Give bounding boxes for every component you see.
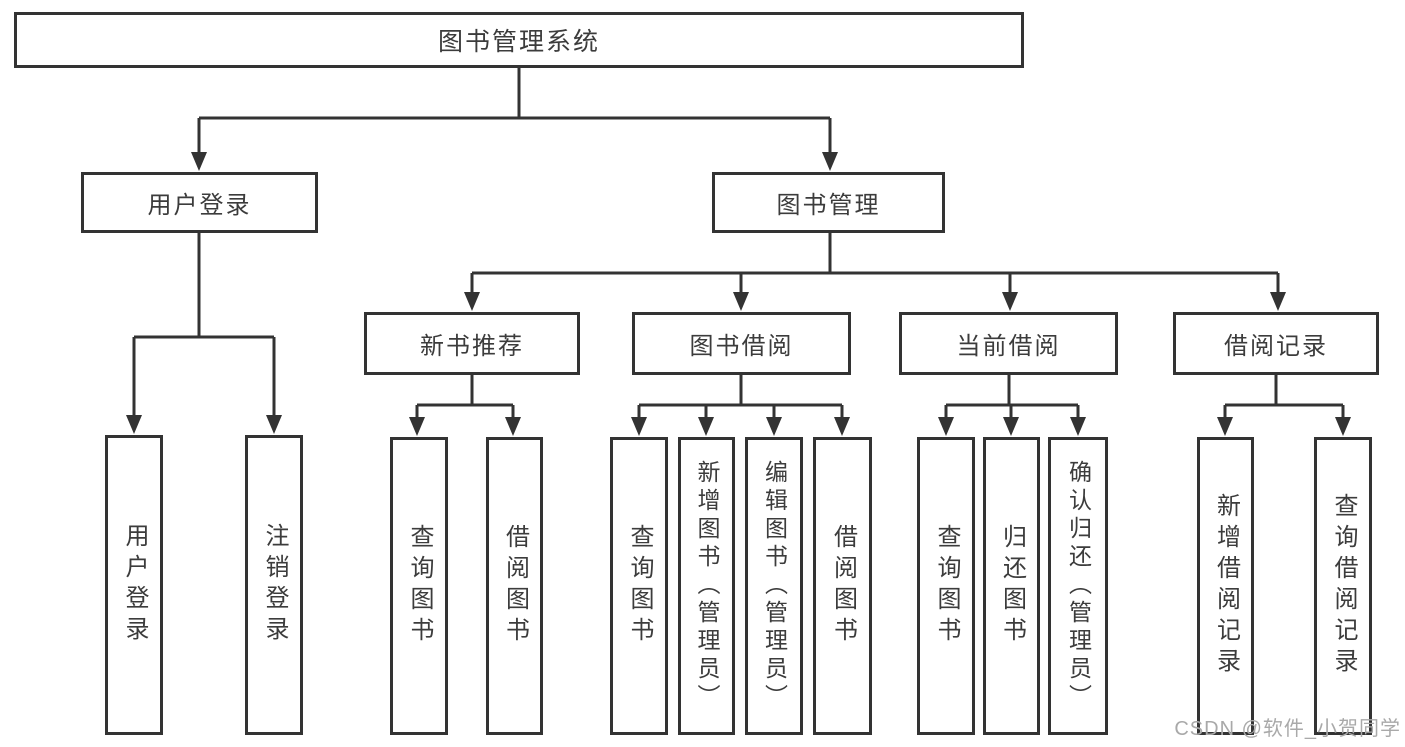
leaf-query-books-borrow: 查询图书 [610,437,668,735]
leaf-add-borrow-record: 新增借阅记录 [1197,437,1254,735]
node-library-system-label: 图书管理系统 [437,28,600,56]
leaf-logout: 注销登录 [245,435,303,735]
csdn-watermark: CSDN @软件_小贺同学 [1174,718,1401,740]
leaf-query-books-recommend: 查询图书 [390,437,448,735]
node-new-book-recommend: 新书推荐 [364,312,580,375]
leaf-query-books-current: 查询图书 [917,437,975,735]
node-borrow-records-label: 借阅记录 [1224,333,1328,360]
leaf-return-books: 归还图书 [983,437,1040,735]
node-new-book-recommend-label: 新书推荐 [420,333,524,360]
leaf-query-borrow-record-label: 查询借阅记录 [1330,493,1357,679]
leaf-user-login: 用户登录 [105,435,163,735]
node-book-management: 图书管理 [712,172,945,233]
node-library-system: 图书管理系统 [14,12,1024,68]
node-current-borrow-label: 当前借阅 [956,333,1061,360]
leaf-logout-label: 注销登录 [261,523,288,647]
arrowheads [126,152,1351,436]
leaf-edit-books-admin-label: 编辑图书（管理员） [761,460,788,712]
node-user-login: 用户登录 [81,172,318,233]
leaf-confirm-return-admin-label: 确认归还（管理员） [1065,460,1092,712]
leaf-borrow-books-recommend-label: 借阅图书 [501,524,529,648]
node-current-borrow: 当前借阅 [899,312,1118,375]
leaf-query-books-borrow-label: 查询图书 [626,524,653,648]
node-book-borrow-label: 图书借阅 [689,333,794,360]
leaf-add-books-admin-label: 新增图书（管理员） [694,460,720,712]
leaf-add-borrow-record-label: 新增借阅记录 [1212,493,1240,679]
node-borrow-records: 借阅记录 [1173,312,1379,375]
leaf-return-books-label: 归还图书 [998,524,1026,648]
node-book-borrow: 图书借阅 [632,312,851,375]
leaf-borrow-books-label: 借阅图书 [829,524,857,648]
leaf-borrow-books: 借阅图书 [813,437,872,735]
leaf-edit-books-admin: 编辑图书（管理员） [745,437,803,735]
leaf-user-login-label: 用户登录 [121,523,148,647]
leaf-query-books-current-label: 查询图书 [933,524,960,648]
leaf-add-books-admin: 新增图书（管理员） [678,437,735,735]
leaf-query-borrow-record: 查询借阅记录 [1314,437,1372,735]
node-book-management-label: 图书管理 [776,192,881,219]
leaf-confirm-return-admin: 确认归还（管理员） [1048,437,1108,735]
node-user-login-label: 用户登录 [147,192,252,219]
leaf-query-books-recommend-label: 查询图书 [406,524,433,648]
leaf-borrow-books-recommend: 借阅图书 [486,437,543,735]
